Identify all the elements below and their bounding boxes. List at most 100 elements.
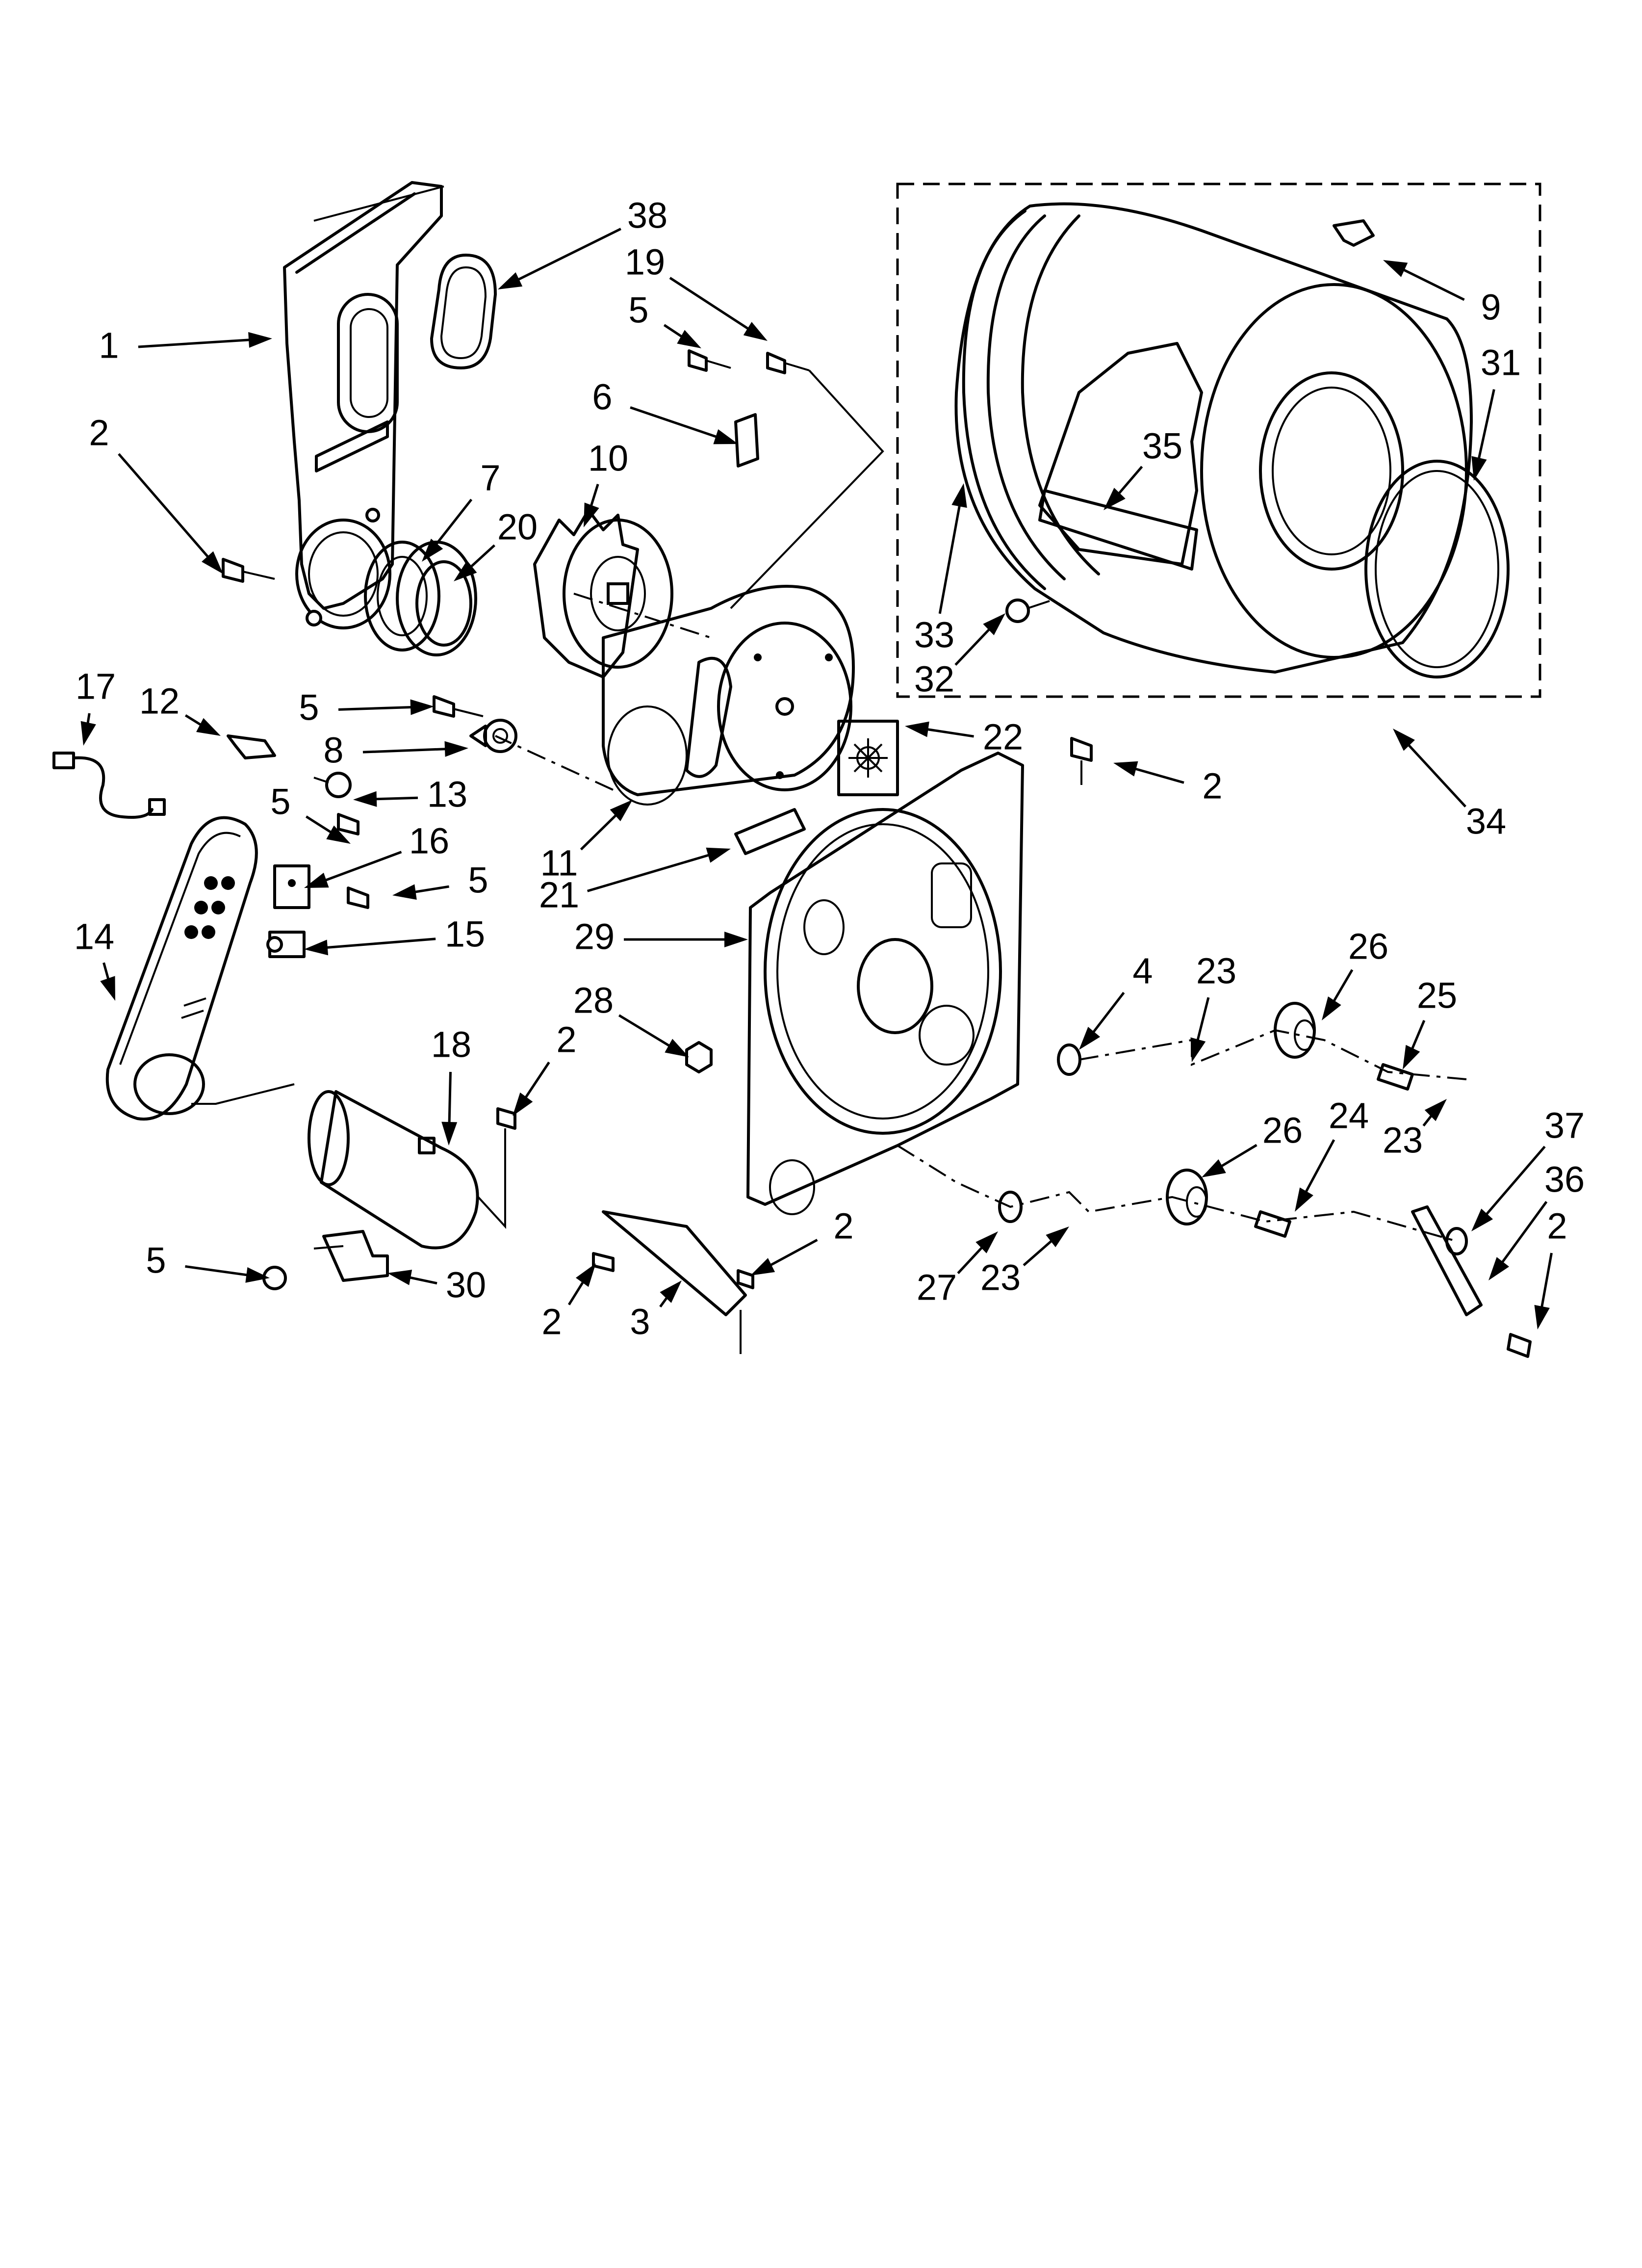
- drum-assembly-boundary: [896, 182, 1541, 698]
- leader-arrowhead-c10: [584, 502, 599, 527]
- leader-arrowhead-c38: [498, 272, 523, 289]
- callout-label-c37: 37: [1544, 1105, 1585, 1146]
- shaft-part-24: [1254, 1210, 1291, 1238]
- rear-panel-part-1: [283, 181, 444, 629]
- callout-label-c8: 8: [323, 730, 343, 771]
- callout-label-c23b: 23: [1383, 1120, 1423, 1161]
- leader-arrowhead-c23b: [1424, 1099, 1447, 1121]
- leader-arrowhead-c14: [100, 976, 115, 1001]
- callout-leaders: [80, 228, 1553, 1330]
- callout-label-c2b: 2: [1202, 766, 1222, 807]
- roller-part-26-lower: [1166, 1169, 1208, 1225]
- callout-label-c18: 18: [431, 1024, 471, 1065]
- callout-label-c2d: 2: [1547, 1206, 1567, 1247]
- callout-label-c14: 14: [74, 916, 114, 957]
- thermostat-part-16: [273, 864, 310, 909]
- screw-part-5-low: [337, 813, 369, 909]
- leader-line-c4: [1087, 991, 1125, 1040]
- leader-arrowhead-c2f: [575, 1263, 596, 1287]
- screw-part-32: [1005, 599, 1050, 623]
- assembly-line-19: [730, 369, 884, 609]
- screw-part-2-left: [222, 558, 275, 583]
- harness-part-17: [52, 752, 166, 819]
- callout-label-c17: 17: [76, 666, 116, 707]
- callout-label-c7: 7: [480, 458, 500, 498]
- leader-arrowhead-c2d: [1534, 1304, 1550, 1330]
- leader-line-c24: [1301, 1139, 1335, 1200]
- leader-arrowhead-c2c: [513, 1092, 533, 1116]
- screw-part-5-top: [688, 349, 731, 372]
- leader-arrowhead-c17: [80, 721, 96, 746]
- leader-line-c6: [630, 406, 725, 441]
- leader-arrowhead-c2a: [202, 551, 223, 574]
- ring-part-7: [364, 541, 440, 652]
- screw-part-19: [766, 352, 810, 374]
- callout-label-c5b: 5: [299, 687, 319, 728]
- seal-part-31: [1364, 460, 1510, 678]
- callout-label-c35: 35: [1142, 426, 1182, 467]
- callout-label-c31: 31: [1481, 342, 1521, 383]
- leader-line-c9: [1396, 265, 1465, 301]
- leader-arrowhead-c7: [422, 539, 443, 562]
- assembly-line-idler-lower: [897, 1145, 1457, 1242]
- baffle-part-35: [1038, 489, 1198, 571]
- callout-label-c34: 34: [1466, 801, 1506, 842]
- leader-line-c38: [510, 228, 621, 285]
- leader-arrowhead-c16: [304, 872, 329, 888]
- leader-arrowhead-c2b: [1113, 761, 1138, 777]
- leader-arrowhead-c33: [951, 483, 967, 508]
- leader-arrowhead-c21: [706, 847, 731, 863]
- leader-arrowhead-c4: [1079, 1026, 1101, 1050]
- shaft-part-25: [1377, 1063, 1414, 1091]
- leader-line-c5b: [338, 705, 420, 711]
- leader-line-c2a: [118, 453, 214, 564]
- callout-label-c9: 9: [1481, 287, 1501, 328]
- leader-arrowhead-c18: [441, 1121, 458, 1146]
- screw-part-5-mid: [433, 695, 484, 718]
- fuse-part-15: [266, 931, 306, 958]
- leader-arrowhead-c26a: [1322, 996, 1341, 1020]
- seal-part-38: [430, 254, 497, 369]
- callout-label-c2e: 2: [833, 1206, 853, 1247]
- callout-label-c10: 10: [588, 438, 628, 479]
- leader-line-c28: [618, 1014, 677, 1051]
- callout-label-c25: 25: [1417, 975, 1457, 1016]
- leader-arrowhead-c1: [248, 332, 272, 348]
- callout-label-c32: 32: [914, 659, 954, 700]
- screw-part-2-bottom-mid: [737, 1269, 754, 1289]
- leader-line-c37: [1480, 1146, 1546, 1222]
- washer-part-27: [998, 1191, 1023, 1223]
- leader-arrowhead-c25: [1403, 1044, 1420, 1069]
- bracket-part-3: [602, 1210, 747, 1354]
- callout-label-c1: 1: [99, 325, 119, 366]
- label-part-22: [837, 720, 899, 796]
- screw-part-2-far-right: [1507, 1333, 1532, 1358]
- assembly-line-blower: [495, 593, 712, 791]
- leader-arrowhead-c6: [713, 429, 738, 444]
- callout-label-c21: 21: [539, 875, 579, 915]
- blower-wheel-part-10: [533, 509, 673, 678]
- bracket-part-30: [313, 1230, 389, 1282]
- clip-part-12: [227, 734, 276, 759]
- leader-line-c32: [954, 623, 996, 666]
- callout-label-c3: 3: [630, 1302, 650, 1342]
- burner-part-18: [308, 1090, 506, 1250]
- leader-arrowhead-c12: [196, 718, 221, 736]
- callout-label-c29: 29: [574, 916, 615, 957]
- leader-line-c2d: [1539, 1252, 1553, 1315]
- screw-part-2-right: [1070, 737, 1093, 785]
- leader-line-c2e: [763, 1239, 818, 1270]
- leader-arrowhead-c8: [444, 741, 468, 757]
- leader-arrowhead-c26b: [1202, 1159, 1226, 1177]
- callout-label-c26b: 26: [1262, 1110, 1303, 1151]
- callout-label-c36: 36: [1544, 1159, 1585, 1200]
- leader-arrowhead-c34: [1393, 729, 1415, 751]
- leader-line-c22: [919, 727, 974, 738]
- callout-label-c19: 19: [625, 242, 665, 283]
- callout-label-c20: 20: [497, 507, 538, 547]
- bulkhead-part-29: [746, 752, 1024, 1215]
- switch-part-8: [469, 719, 517, 753]
- nut-part-28: [685, 1041, 713, 1073]
